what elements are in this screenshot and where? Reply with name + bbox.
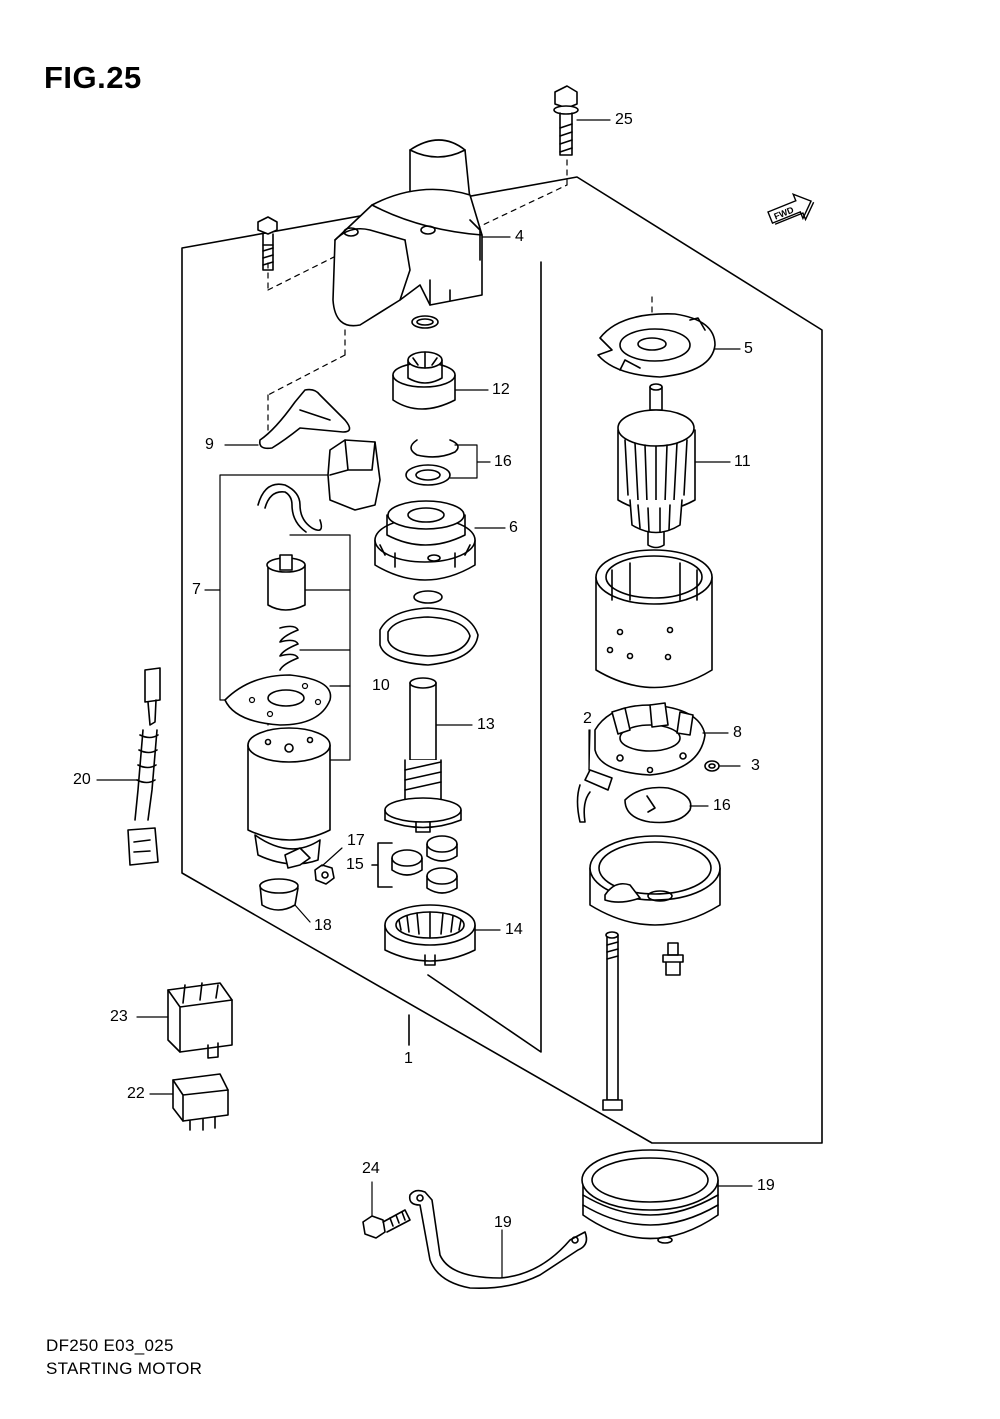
callout-10[interactable]: 10: [372, 677, 390, 694]
figure-title: FIG.25: [44, 60, 142, 95]
callout-19[interactable]: 19: [494, 1214, 512, 1231]
callout-9[interactable]: 9: [205, 436, 214, 453]
part-8-brush-holder: [594, 702, 706, 776]
callout-8[interactable]: 8: [733, 724, 742, 741]
callout-13[interactable]: 13: [477, 716, 495, 733]
part-14-ring-gear: [384, 904, 476, 966]
part-11-armature: [617, 383, 696, 549]
callout-4[interactable]: 4: [515, 228, 524, 245]
assembly-boundary: [181, 176, 823, 1144]
callout-20[interactable]: 19: [757, 1177, 775, 1194]
part-25-bolt: [553, 85, 579, 156]
part-20-band: [581, 1149, 719, 1244]
callout-16-lower[interactable]: 16: [713, 797, 731, 814]
callout-7[interactable]: 7: [192, 581, 201, 598]
callout-1[interactable]: 1: [404, 1050, 413, 1067]
part-9-lever: [258, 388, 351, 450]
callout-18[interactable]: 18: [314, 917, 332, 934]
figure-code: DF250 E03_025: [46, 1336, 174, 1355]
part-19-strap: [408, 1189, 588, 1290]
callout-2[interactable]: 2: [583, 710, 592, 727]
cover-bolt: [257, 216, 278, 271]
figure-caption: STARTING MOTOR: [46, 1359, 203, 1378]
callout-14[interactable]: 14: [505, 921, 523, 938]
callout-6[interactable]: 6: [509, 519, 518, 536]
part-15-gears: [391, 835, 458, 894]
callout-24[interactable]: 24: [362, 1160, 380, 1177]
motor-end-frame: [589, 835, 721, 926]
fwd-arrow-icon: FWD: [767, 193, 815, 225]
through-bolt: [602, 931, 623, 1111]
callout-17[interactable]: 17: [347, 832, 365, 849]
callout-22[interactable]: 22: [127, 1085, 145, 1102]
callout-25[interactable]: 25: [615, 111, 633, 128]
inner-boundary: [427, 261, 542, 1053]
part-5-washer: [597, 313, 716, 378]
callout-15[interactable]: 15: [346, 856, 364, 873]
callout-3[interactable]: 3: [751, 757, 760, 774]
part-13-shaft: [384, 677, 462, 833]
part-6-cap: [374, 500, 476, 581]
callout-5[interactable]: 5: [744, 340, 753, 357]
callout-11[interactable]: 11: [734, 453, 751, 470]
callout-21[interactable]: 20: [73, 771, 91, 788]
part-4-housing: [332, 139, 483, 327]
part-24-bolt: [362, 1209, 411, 1239]
part-12-pinion: [392, 351, 456, 410]
callout-23[interactable]: 23: [110, 1008, 128, 1025]
callout-16-upper[interactable]: 16: [494, 453, 512, 470]
motor-yoke: [595, 549, 713, 689]
callout-12[interactable]: 12: [492, 381, 510, 398]
